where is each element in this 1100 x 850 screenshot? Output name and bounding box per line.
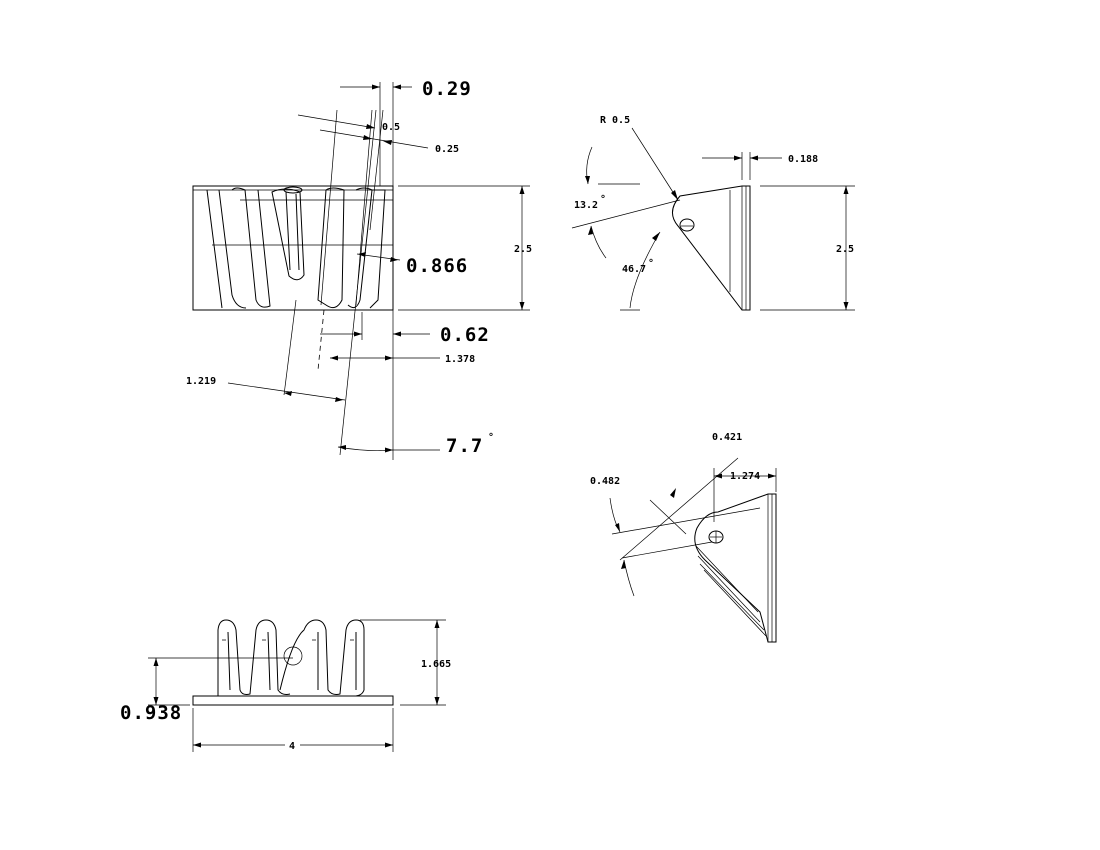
front-view-prongs (206, 186, 393, 309)
front-view-outline (192, 185, 394, 311)
dim-2-5-front: 2.5 (514, 244, 532, 255)
front-view: 0.29 0.5 0.25 2.5 0.866 0.62 (186, 78, 532, 460)
dim-2-5-side: 2.5 (836, 244, 854, 255)
dim-7-7: 7.7 (446, 435, 483, 457)
bottom-view-base (192, 695, 394, 706)
dim-0-866: 0.866 (406, 255, 468, 277)
bottom-view-prongs (217, 619, 365, 697)
dim-13-2: 13.2 (574, 200, 598, 211)
dim-4: 4 (289, 741, 295, 752)
side-view: R 0.5 13.2 ° 46.7 ° 0.188 2.5 (571, 115, 855, 311)
dim-0-29: 0.29 (422, 78, 472, 100)
dim-0-421: 0.421 (712, 432, 742, 443)
dim-1-378: 1.378 (445, 354, 475, 365)
dim-1-219: 1.219 (186, 376, 216, 387)
dim-1-665: 1.665 (421, 659, 451, 670)
degree-mark-7-7: ° (488, 432, 494, 443)
dim-0-5: 0.5 (382, 122, 400, 133)
dim-0-188: 0.188 (788, 154, 818, 165)
dim-0-62: 0.62 (440, 324, 490, 346)
iso-view: 0.421 0.482 1.274 (590, 432, 777, 643)
side-view-hole (679, 218, 695, 232)
dim-1-274: 1.274 (730, 471, 760, 482)
degree-mark-13-2: ° (600, 194, 606, 205)
dim-46-7: 46.7 (622, 264, 646, 275)
dim-0-25: 0.25 (435, 144, 459, 155)
bottom-view: 1.665 0.938 4 (120, 619, 451, 752)
degree-mark-46-7: ° (648, 258, 654, 269)
dim-r-0-5: R 0.5 (600, 115, 630, 126)
dim-0-938: 0.938 (120, 702, 182, 724)
dim-0-482: 0.482 (590, 476, 620, 487)
